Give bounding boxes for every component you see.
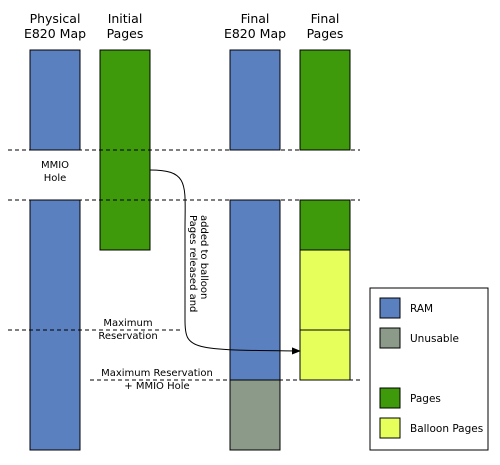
final-map-ram-upper-block	[229, 49, 281, 151]
arrow-label-line2: added to balloon	[198, 215, 209, 299]
arrow-label-line1: Pages released and	[187, 215, 198, 312]
legend-pages-swatch	[379, 387, 401, 409]
max-reservation-mmio-label-line2: + MMIO Hole	[124, 381, 189, 392]
legend-ram-label: RAM	[410, 303, 433, 315]
header-final-map-line2: E820 Map	[224, 26, 286, 41]
final-balloon-upper-block	[299, 249, 351, 331]
header-initial-line1: Initial	[108, 11, 143, 26]
max-reservation-label-line2: Reservation	[98, 331, 157, 342]
final-pages-lower-block	[299, 199, 351, 251]
header-final-pages-line2: Pages	[307, 26, 344, 41]
max-reservation-mmio-label-line1: Maximum Reservation	[101, 368, 213, 379]
header-final-map-line1: Final	[241, 11, 270, 26]
legend-balloon-swatch	[379, 417, 401, 439]
final-map-ram-lower-block	[229, 199, 281, 381]
max-reservation-label-line1: Maximum	[103, 318, 152, 329]
legend-unusable-swatch	[379, 327, 401, 349]
header-final-pages-line1: Final	[311, 11, 340, 26]
final-balloon-lower-block	[299, 329, 351, 381]
header-physical-line1: Physical	[30, 11, 81, 26]
physical-ram-lower-block	[29, 199, 81, 451]
header-initial-line2: Pages	[107, 26, 144, 41]
physical-ram-upper-block	[29, 49, 81, 151]
final-pages-upper-block	[299, 49, 351, 151]
final-map-unusable-block	[229, 379, 281, 451]
mmio-label-line1: MMIO	[41, 160, 69, 171]
release-arrow	[149, 169, 301, 355]
legend-balloon-label: Balloon Pages	[410, 423, 483, 435]
mmio-label-line2: Hole	[44, 173, 67, 184]
legend-unusable-label: Unusable	[410, 333, 459, 345]
legend-ram-swatch	[379, 297, 401, 319]
legend-pages-label: Pages	[410, 393, 441, 405]
header-physical-line2: E820 Map	[24, 26, 86, 41]
